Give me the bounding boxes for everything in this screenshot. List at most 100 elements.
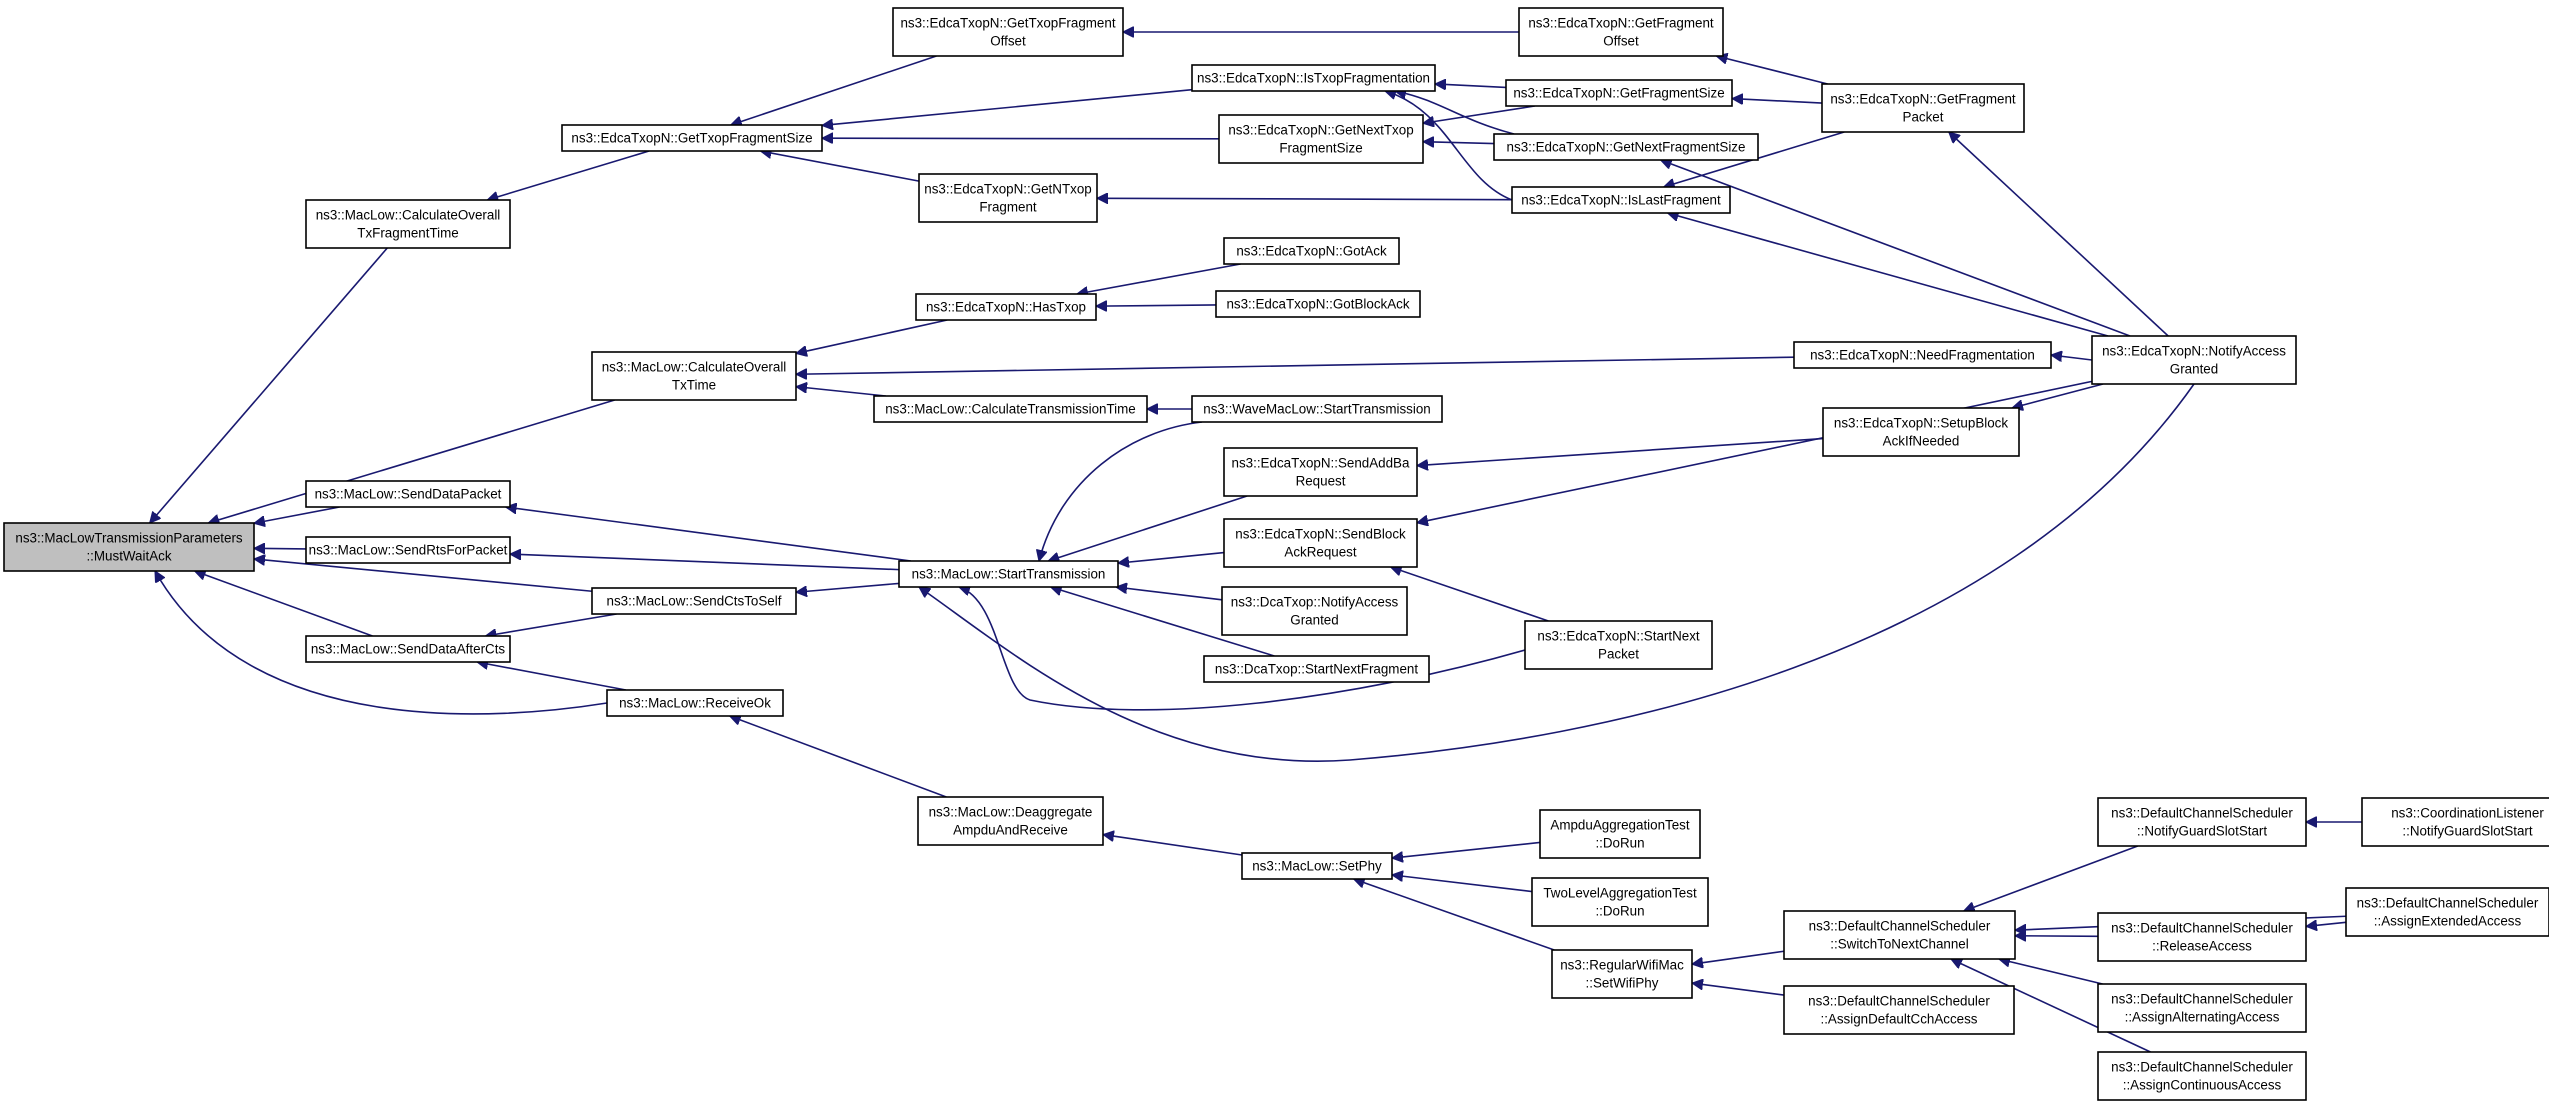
node-label-line: ::AssignContinuousAccess — [2123, 1078, 2282, 1093]
node-label-line: Request — [1296, 474, 1346, 489]
node-label-line: ns3::MacLow::CalculateOverall — [602, 360, 787, 375]
edge-n7-to-n0 — [154, 571, 608, 715]
node-label-line: ns3::EdcaTxopN::GetTxopFragment — [900, 16, 1115, 31]
function-node[interactable]: ns3::MacLow::SetPhy — [1241, 852, 1393, 880]
function-node[interactable]: ns3::EdcaTxopN::GotAck — [1223, 237, 1400, 265]
edge-n14-to-n10 — [1435, 84, 1507, 87]
function-node[interactable]: ns3::DefaultChannelScheduler::AssignAlte… — [2097, 983, 2307, 1033]
function-node[interactable]: ns3::EdcaTxopN::GetFragmentSize — [1505, 79, 1733, 107]
node-label-line: ns3::MacLow::SendDataPacket — [315, 487, 502, 502]
node-label-line: ::SwitchToNextChannel — [1830, 937, 1968, 952]
function-node[interactable]: ns3::DefaultChannelScheduler::AssignDefa… — [1783, 985, 2015, 1035]
function-node[interactable]: ns3::MacLow::SendDataPacket — [305, 480, 511, 508]
node-label-line: ns3::EdcaTxopN::IsLastFragment — [1521, 193, 1721, 208]
node-label-line: ns3::EdcaTxopN::SendAddBa — [1232, 456, 1410, 471]
function-node[interactable]: ns3::EdcaTxopN::IsTxopFragmentation — [1191, 64, 1436, 92]
function-node[interactable]: ns3::DefaultChannelScheduler::AssignCont… — [2097, 1051, 2307, 1101]
edge-n18-to-n15 — [1661, 160, 2131, 337]
edge-n14-to-n11 — [1423, 105, 1535, 123]
function-node[interactable]: ns3::CoordinationListener::NotifyGuardSl… — [2361, 797, 2549, 847]
function-node[interactable]: ns3::DefaultChannelScheduler::AssignExte… — [2345, 887, 2549, 937]
edge-n18-to-n27 — [2012, 383, 2104, 408]
node-label-line: ::ReleaseAccess — [2152, 939, 2252, 954]
node-label-line: ns3::MacLow::Deaggregate — [929, 805, 1093, 820]
function-node[interactable]: ns3::EdcaTxopN::GotBlockAck — [1215, 290, 1421, 318]
node-label-line: ns3::MacLow::CalculateTransmissionTime — [885, 402, 1136, 417]
function-node[interactable]: ns3::MacLow::SendDataAfterCts — [305, 635, 511, 663]
edge-n4-to-n0 — [254, 548, 307, 549]
node-box — [1223, 518, 1418, 568]
node-box — [918, 173, 1098, 223]
function-node[interactable]: ns3::DefaultChannelScheduler::SwitchToNe… — [1783, 910, 2016, 960]
function-node[interactable]: ns3::MacLow::SendRtsForPacket — [305, 536, 511, 564]
node-box — [1821, 83, 2025, 133]
edge-n18-to-n16 — [1668, 213, 2109, 337]
node-box — [1241, 852, 1393, 880]
node-label-line: ::AssignDefaultCchAccess — [1820, 1012, 1977, 1027]
edge-n3-to-n0 — [254, 506, 340, 523]
node-box — [2361, 797, 2549, 847]
function-node[interactable]: ns3::MacLow::StartTransmission — [898, 560, 1119, 588]
node-box — [1524, 620, 1713, 670]
root-function-node[interactable]: ns3::MacLowTransmissionParameters::MustW… — [3, 522, 255, 572]
node-label-line: Offset — [990, 34, 1026, 49]
edge-n22-to-n2 — [796, 356, 1795, 374]
function-node[interactable]: ns3::DcaTxop::StartNextFragment — [1203, 655, 1430, 683]
node-box — [591, 587, 797, 615]
function-node[interactable]: ns3::MacLow::CalculateOverallTxFragmentT… — [305, 199, 511, 249]
edge-n37-to-n36 — [1692, 950, 1785, 964]
edge-n28-to-n25 — [1118, 551, 1225, 564]
node-box — [898, 560, 1119, 588]
node-label-line: ns3::EdcaTxopN::StartNext — [1537, 629, 1700, 644]
node-box — [1783, 985, 2015, 1035]
function-node[interactable]: ns3::EdcaTxopN::HasTxop — [915, 293, 1097, 321]
node-label-line: ns3::EdcaTxopN::SetupBlock — [1834, 416, 2008, 431]
edge-n8-to-n1 — [487, 150, 650, 200]
function-node[interactable]: ns3::EdcaTxopN::IsLastFragment — [1511, 186, 1731, 214]
edge-n42-to-n41 — [2306, 922, 2347, 926]
node-label-line: AmpduAndReceive — [953, 823, 1068, 838]
function-node[interactable]: ns3::EdcaTxopN::NeedFragmentation — [1793, 341, 2052, 369]
node-box — [1218, 114, 1424, 164]
function-node[interactable]: ns3::MacLow::ReceiveOk — [606, 689, 784, 717]
node-box — [1518, 7, 1724, 57]
edge-n5-to-n0 — [254, 559, 593, 593]
edge-n2-to-n0 — [208, 399, 615, 523]
function-node[interactable]: AmpduAggregationTest::DoRun — [1539, 809, 1701, 859]
function-node[interactable]: TwoLevelAggregationTest::DoRun — [1531, 877, 1709, 927]
function-node[interactable]: ns3::WaveMacLow::StartTransmission — [1191, 395, 1443, 423]
node-label-line: ns3::MacLow::SendRtsForPacket — [309, 543, 508, 558]
node-label-line: Granted — [2170, 362, 2218, 377]
function-node[interactable]: ns3::MacLow::SendCtsToSelf — [591, 587, 797, 615]
node-box — [591, 351, 797, 401]
function-node[interactable]: ns3::DefaultChannelScheduler::NotifyGuar… — [2097, 797, 2307, 847]
function-node[interactable]: ns3::DefaultChannelScheduler::ReleaseAcc… — [2097, 912, 2307, 962]
function-node[interactable]: ns3::EdcaTxopN::GetNextFragmentSize — [1493, 133, 1759, 161]
node-label-line: ns3::EdcaTxopN::HasTxop — [926, 300, 1086, 315]
node-box — [305, 536, 511, 564]
function-node[interactable]: ns3::RegularWifiMac::SetWifiPhy — [1551, 949, 1693, 999]
function-node[interactable]: ns3::MacLow::CalculateTransmissionTime — [873, 395, 1148, 423]
edge-n6-to-n0 — [195, 571, 373, 637]
function-node[interactable]: ns3::EdcaTxopN::GetTxopFragmentSize — [561, 124, 823, 152]
edge-n36-to-n33 — [1354, 879, 1555, 951]
edge-n20-to-n19 — [1077, 263, 1241, 294]
node-box — [2345, 887, 2549, 937]
edge-n11-to-n8 — [822, 138, 1220, 139]
node-box — [3, 522, 255, 572]
node-box — [2091, 335, 2297, 385]
edge-n24-to-n25 — [1039, 421, 1203, 561]
